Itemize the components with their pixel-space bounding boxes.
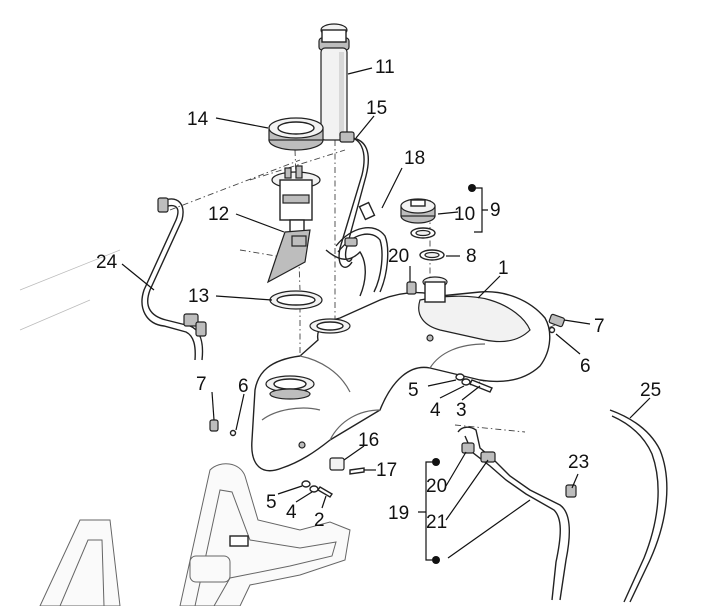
callout-labels: 11 14 15 18 12 24 13 10 9 8 20 1 7 6 7 6… bbox=[96, 57, 661, 533]
part-8-seal bbox=[419, 249, 445, 261]
callout-14: 14 bbox=[187, 109, 209, 130]
callout-6-right: 6 bbox=[580, 356, 591, 377]
callout-1: 1 bbox=[498, 258, 509, 279]
leader-lines bbox=[121, 67, 651, 559]
callout-9: 9 bbox=[490, 200, 501, 221]
part-1-fuel-tank bbox=[251, 276, 551, 472]
callout-12: 12 bbox=[208, 204, 229, 225]
bracket-9 bbox=[468, 184, 488, 233]
part-15-fuel-hose bbox=[338, 131, 370, 268]
bracket-19 bbox=[418, 458, 440, 564]
callout-21: 21 bbox=[426, 512, 447, 533]
callout-10: 10 bbox=[454, 204, 475, 225]
part-10-gasket bbox=[410, 227, 436, 239]
part-6-screw-right bbox=[548, 326, 556, 334]
callout-13: 13 bbox=[188, 286, 209, 307]
part-6-screw-left bbox=[229, 429, 237, 437]
part-11-level-sender bbox=[318, 23, 350, 141]
part-5-4-2-bolt-set-lower bbox=[301, 480, 333, 498]
part-24-hose bbox=[141, 197, 207, 361]
callout-4-lower: 4 bbox=[286, 502, 297, 523]
part-20-clip-top bbox=[406, 281, 417, 295]
callout-25: 25 bbox=[640, 380, 661, 401]
callout-3: 3 bbox=[456, 400, 467, 421]
part-5-4-3-bolt-set-upper bbox=[455, 373, 493, 393]
callout-7-right: 7 bbox=[594, 316, 605, 337]
part-18-breather-hose bbox=[325, 201, 389, 297]
callout-2: 2 bbox=[314, 510, 325, 531]
callout-24: 24 bbox=[96, 252, 118, 273]
scooter-frame bbox=[39, 463, 351, 606]
callout-7-left: 7 bbox=[196, 374, 207, 395]
part-12-fuel-pump bbox=[266, 165, 321, 284]
callout-23: 23 bbox=[568, 452, 589, 473]
callout-5-lower: 5 bbox=[266, 492, 277, 513]
callout-4-upper: 4 bbox=[430, 400, 441, 421]
callout-20-top: 20 bbox=[388, 246, 409, 267]
part-25-long-hose bbox=[609, 409, 668, 603]
part-9-filler-cap bbox=[400, 198, 436, 224]
callout-18: 18 bbox=[404, 148, 425, 169]
callout-6-left: 6 bbox=[238, 376, 249, 397]
part-16-grommet bbox=[329, 457, 345, 471]
background-frame-lines bbox=[19, 249, 121, 331]
callout-8: 8 bbox=[466, 246, 477, 267]
part-7-clip-right bbox=[548, 313, 565, 328]
part-14-ring-nut bbox=[268, 117, 324, 151]
part-19-hose-assembly bbox=[457, 426, 577, 601]
part-7-clip-left bbox=[209, 419, 219, 432]
part-17-screw bbox=[349, 467, 365, 475]
callout-15: 15 bbox=[366, 98, 387, 119]
callout-11: 11 bbox=[375, 57, 395, 78]
callout-16: 16 bbox=[358, 430, 379, 451]
part-13-seal-ring bbox=[269, 290, 323, 310]
callout-20-lower: 20 bbox=[426, 476, 447, 497]
callout-17: 17 bbox=[376, 460, 397, 481]
callout-19: 19 bbox=[388, 503, 409, 524]
callout-5-upper: 5 bbox=[408, 380, 419, 401]
